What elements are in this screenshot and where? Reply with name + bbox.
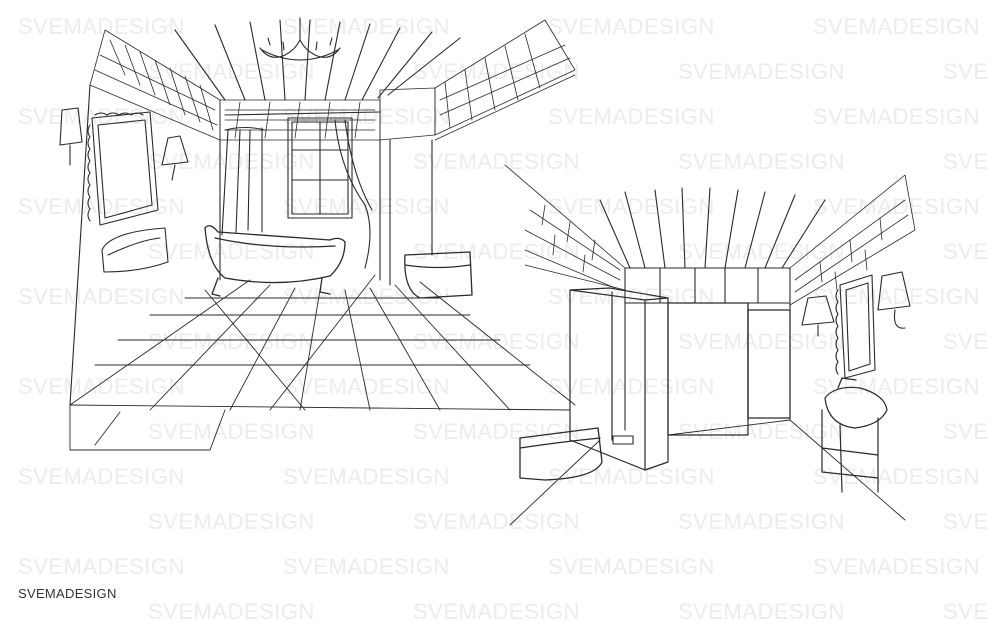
right-sconce-left: [802, 296, 834, 336]
wall-sconce-right: [162, 136, 188, 180]
left-bathroom-sketch: [60, 18, 575, 450]
clawfoot-bathtub: [205, 226, 345, 296]
shower-enclosure: [570, 288, 790, 470]
shower-drain: [613, 436, 633, 444]
back-hatched-cornice: [220, 100, 380, 140]
wall-hung-toilet: [405, 252, 472, 298]
right-left-brick-wall: [505, 165, 625, 290]
pedestal-vanity: [822, 378, 887, 492]
left-floor-tiles: [70, 275, 575, 450]
left-ceiling-rays: [175, 20, 460, 100]
scalloped-mirror: [88, 112, 158, 225]
wall-hung-toilet-right: [520, 428, 602, 480]
right-right-brick-wall: [790, 175, 915, 305]
chandelier: [260, 18, 340, 60]
right-bathroom-sketch: [505, 165, 915, 525]
right-scalloped-mirror: [836, 275, 875, 378]
right-floor: [510, 420, 905, 525]
back-wall-cabinets: [625, 268, 790, 430]
vanity-basin: [102, 228, 168, 272]
right-sconce-right: [878, 272, 910, 328]
right-hatched-cornice: [380, 20, 575, 140]
shower-curtain: [222, 112, 380, 235]
window: [288, 118, 372, 268]
wall-sconce-left: [60, 108, 82, 165]
right-ceiling-rays: [600, 188, 825, 268]
brand-caption: SVEMADESIGN: [18, 586, 117, 601]
left-wall-edge: [70, 85, 90, 405]
